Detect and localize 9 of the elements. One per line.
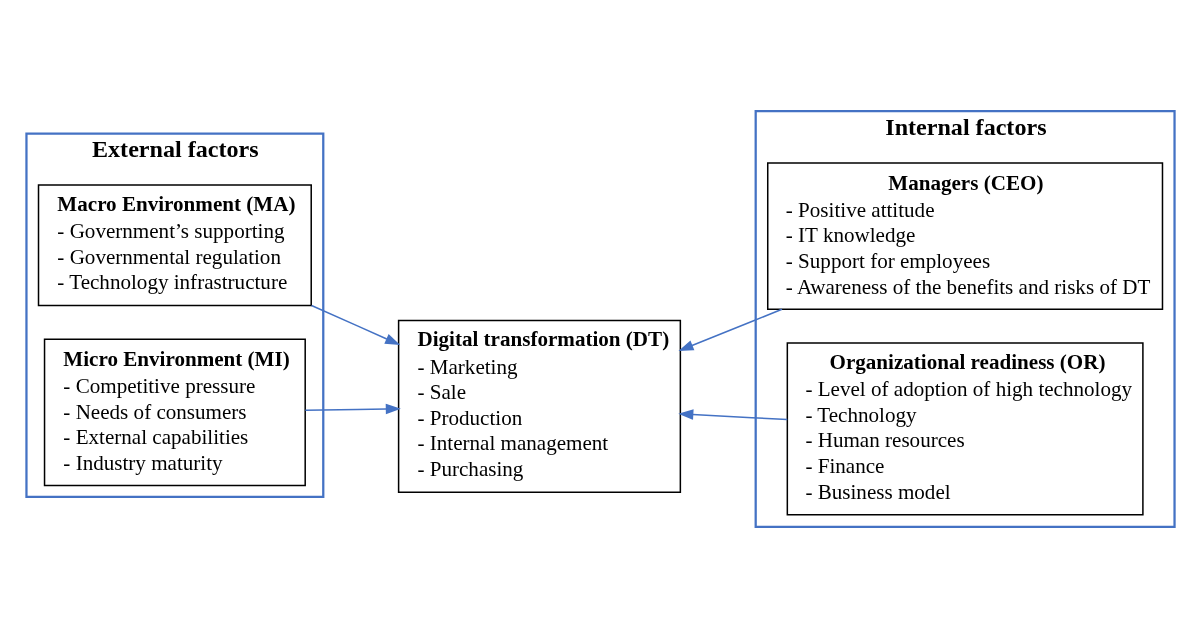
- node-box: Digital transformation (DT) - Marketing - Sale - Production - Internal management - Purchasing: [397, 319, 682, 493]
- node-box: Organizational readiness (OR) - Level of adoption of high technology - Technology - Human resources - Finance - Business model: [786, 341, 1144, 516]
- arrow: [678, 308, 783, 351]
- arrow: [310, 304, 401, 345]
- arrow: [678, 408, 789, 420]
- node-box: Macro Environment (MA) - Government’s supporting - Governmental regulation - Technology infrastructure: [37, 183, 312, 306]
- arrow: [304, 403, 401, 414]
- node-box: Managers (CEO) - Positive attitude - IT knowledge - Support for employees - Awareness of the benefits and risks of DT: [767, 161, 1164, 310]
- node-box: Micro Environment (MI) - Competitive pressure - Needs of consumers - External capabilities - Industry maturity: [43, 338, 306, 486]
